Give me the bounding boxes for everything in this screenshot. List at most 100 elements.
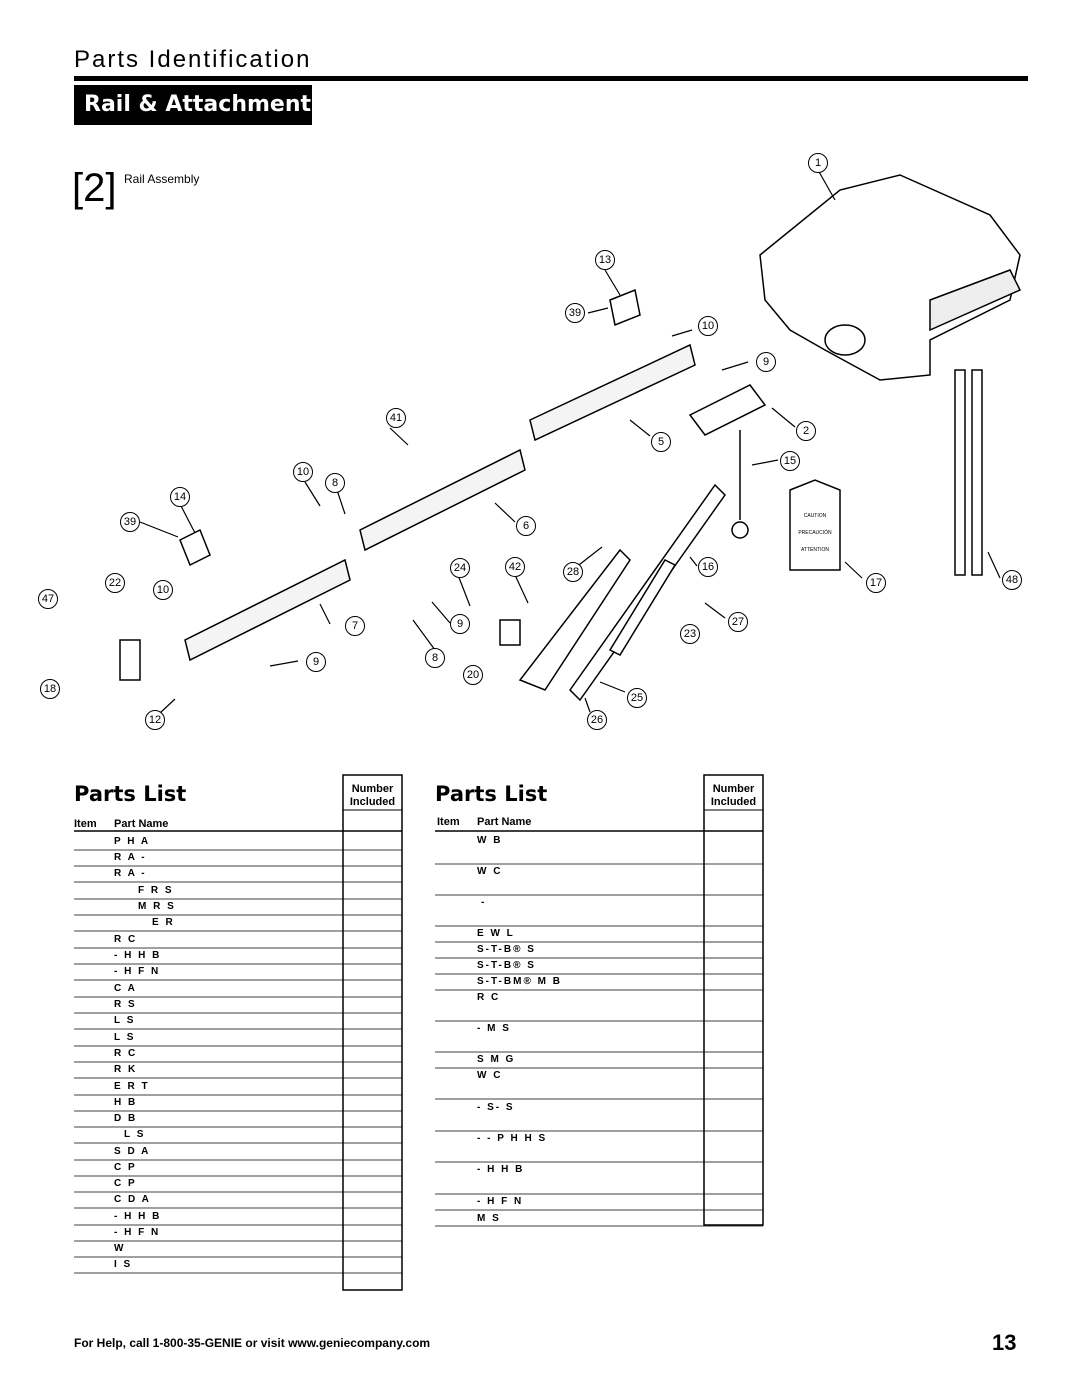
callout-39: 39 (565, 303, 585, 323)
parts-list-left-row: S D A (114, 1146, 151, 1157)
trolley-drawing (688, 384, 767, 436)
figure-caption: Rail Assembly (124, 172, 200, 186)
callout-13: 13 (595, 250, 615, 270)
parts-list-left-row: - H H B (114, 950, 162, 961)
warning-tag-drawing (789, 479, 841, 571)
callout-39b: 39 (120, 512, 140, 532)
parts-list-right-part-name-header: Part Name (477, 816, 532, 828)
parts-list-left-row: R C (114, 1048, 138, 1059)
hanging-strap-2 (971, 369, 983, 576)
parts-list-right-row: S-T-BM® M B (477, 976, 562, 987)
parts-list-left-row: R C (114, 934, 138, 945)
callout-42: 42 (505, 557, 525, 577)
callout-25: 25 (627, 688, 647, 708)
parts-list-left-row: D B (114, 1113, 138, 1124)
hanging-strap-1 (954, 369, 966, 576)
callout-20: 20 (463, 665, 483, 685)
parts-list-right-row: S M G (477, 1054, 516, 1065)
parts-list-left-part-name-header: Part Name (114, 818, 169, 830)
callout-8b: 8 (425, 648, 445, 668)
parts-list-left-row: C A (114, 983, 137, 994)
rail-assembly-diagram (119, 169, 1022, 714)
door-arm-lower (608, 559, 677, 656)
parts-list-right-row: - - P H H S (477, 1133, 548, 1144)
tag-caution-text: CAUTION (803, 513, 827, 519)
parts-list-right-row: - H H B (477, 1164, 525, 1175)
parts-list-left-row: R A - (114, 852, 147, 863)
callout-10: 10 (698, 316, 718, 336)
parts-list-left-row: M R S (138, 901, 176, 912)
callout-24: 24 (450, 558, 470, 578)
section-bar (74, 85, 312, 125)
callout-48: 48 (1002, 570, 1022, 590)
callout-28: 28 (563, 562, 583, 582)
parts-list-right-row: W C (477, 866, 503, 877)
callout-26: 26 (587, 710, 607, 730)
callout-22: 22 (105, 573, 125, 593)
callout-8: 8 (325, 473, 345, 493)
callout-10c: 10 (153, 580, 173, 600)
parts-list-left-row: - H F N (114, 1227, 161, 1238)
figure-number: [2] (72, 166, 117, 210)
callout-14: 14 (170, 487, 190, 507)
page-number: 13 (992, 1330, 1017, 1355)
rail-segment-7 (184, 558, 351, 662)
parts-list-right-row: R C (477, 992, 501, 1003)
parts-list-left-row: E R T (114, 1081, 150, 1092)
callout-23: 23 (680, 624, 700, 644)
callout-47: 47 (38, 589, 58, 609)
door-bracket (499, 619, 521, 646)
header-bracket (119, 639, 141, 681)
parts-list-right-row: W C (477, 1070, 503, 1081)
callout-1: 1 (808, 153, 828, 173)
section-title: Rail & Attachments (84, 92, 325, 117)
parts-list-left-row: C P (114, 1162, 137, 1173)
parts-list-left-row: - H F N (114, 966, 161, 977)
callout-2: 2 (796, 421, 816, 441)
parts-list-right-row: - (481, 897, 487, 908)
callout-9b: 9 (450, 614, 470, 634)
tag-precaucion-text: PRECAUCIÓN (798, 530, 832, 536)
safety-sensor-bracket (179, 528, 211, 567)
header-rule (74, 76, 1028, 81)
callout-10b: 10 (293, 462, 313, 482)
rail-segment-5 (529, 343, 696, 442)
parts-list-left-row: H B (114, 1097, 138, 1108)
door-arm-curved (518, 548, 631, 691)
callout-17: 17 (866, 573, 886, 593)
callout-27: 27 (728, 612, 748, 632)
callout-16: 16 (698, 557, 718, 577)
parts-list-left-number-included: Number Included (349, 783, 396, 808)
parts-list-left-row: R A - (114, 868, 147, 879)
parts-list-right-row: E W L (477, 928, 515, 939)
parts-list-left-row: F R S (138, 885, 174, 896)
parts-list-left-row: L S (124, 1129, 146, 1140)
parts-list-right-row: S-T-B® S (477, 960, 536, 971)
parts-list-right-row: - H F N (477, 1196, 524, 1207)
callout-15: 15 (780, 451, 800, 471)
parts-list-right-row: M S (477, 1213, 501, 1224)
parts-list-right-row: - M S (477, 1023, 511, 1034)
callout-6: 6 (516, 516, 536, 536)
parts-list-right-row: S-T-B® S (477, 944, 536, 955)
parts-list-left-row: C P (114, 1178, 137, 1189)
callout-5: 5 (651, 432, 671, 452)
parts-list-left-row: W (114, 1243, 126, 1254)
parts-list-right-title: Parts List (435, 782, 548, 806)
rail-segment-6 (359, 448, 526, 552)
callout-7: 7 (345, 616, 365, 636)
page-header-title: Parts Identification (74, 46, 312, 73)
callout-18: 18 (40, 679, 60, 699)
parts-list-left-row: - H H B (114, 1211, 162, 1222)
parts-list-right-item-header: Item (437, 816, 460, 828)
parts-list-left-item-header: Item (74, 818, 97, 830)
callout-41: 41 (386, 408, 406, 428)
parts-list-left-row: E R (152, 917, 175, 928)
callout-9: 9 (756, 352, 776, 372)
callout-9c: 9 (306, 652, 326, 672)
parts-list-right-row: - S- S (477, 1102, 515, 1113)
parts-list-left-title: Parts List (74, 782, 187, 806)
safety-sensor-bracket-2 (609, 288, 641, 327)
opener-head-drawing (759, 174, 1021, 381)
parts-list-left-row: R K (114, 1064, 138, 1075)
